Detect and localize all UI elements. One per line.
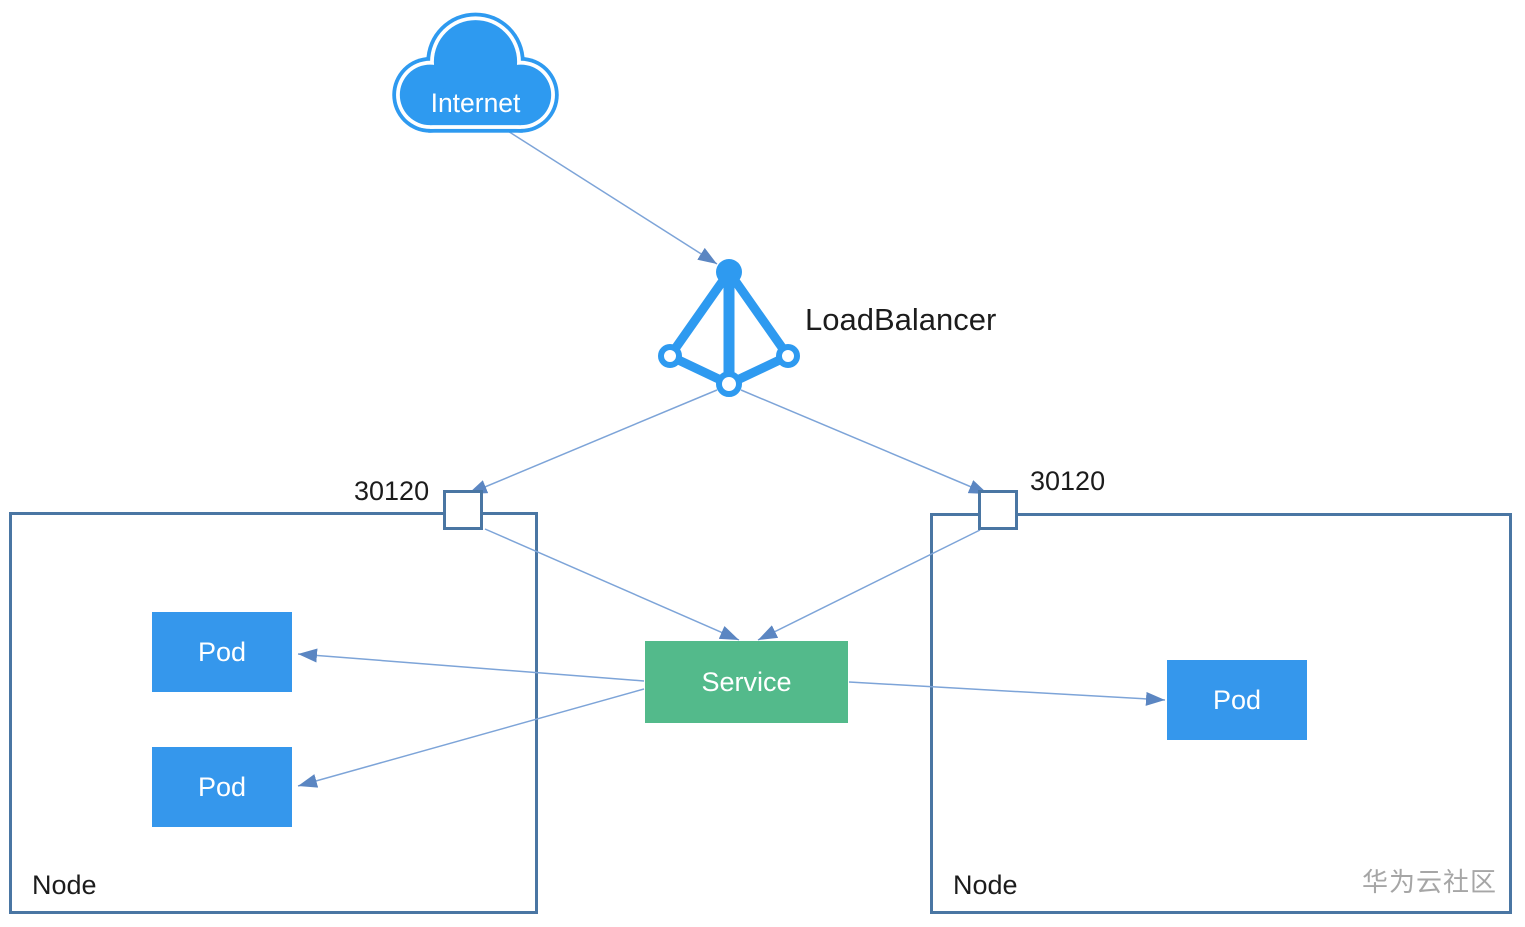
pod-box: Pod bbox=[1167, 660, 1307, 740]
connector-loadbalancer-to-right-port bbox=[740, 389, 989, 495]
connector-loadbalancer-to-left-port bbox=[467, 389, 718, 495]
watermark-text: 华为云社区 bbox=[1361, 867, 1497, 897]
nodeport-label-right: 30120 bbox=[1030, 466, 1106, 496]
cloud-body bbox=[399, 20, 552, 126]
loadbalancer-label: LoadBalancer bbox=[805, 302, 997, 337]
internet-label: Internet bbox=[431, 88, 521, 118]
pod-box: Pod bbox=[152, 612, 292, 692]
nodeport-square-right bbox=[978, 490, 1018, 530]
internet-cloud-icon: Internet bbox=[392, 12, 559, 133]
pod-box: Pod bbox=[152, 747, 292, 827]
node-label-left: Node bbox=[32, 870, 97, 900]
service-box: Service bbox=[645, 641, 848, 723]
nodeport-square-left bbox=[443, 490, 483, 530]
node-label-right: Node bbox=[953, 870, 1018, 900]
nodeport-label-left: 30120 bbox=[354, 476, 430, 506]
node-box-right: Node 华为云社区 bbox=[930, 513, 1512, 914]
node-box-left: Node bbox=[9, 512, 538, 914]
loadbalancer-icon bbox=[658, 259, 800, 397]
connector-internet-to-loadbalancer bbox=[499, 125, 718, 265]
